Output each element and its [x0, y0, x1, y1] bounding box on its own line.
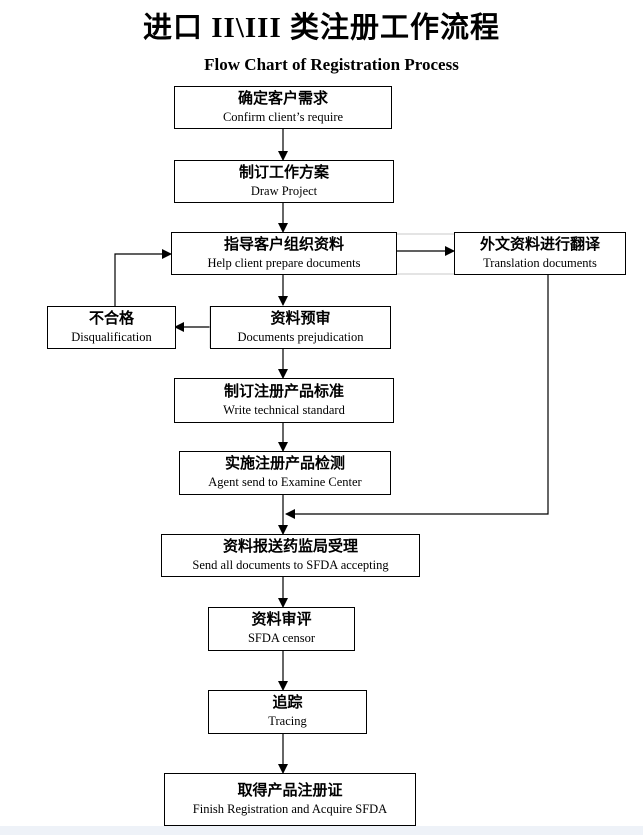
- step-translate-cn: 外文资料进行翻译: [479, 236, 600, 253]
- step-standard-cn: 制订注册产品标准: [223, 383, 344, 400]
- step-translate: 外文资料进行翻译 Translation documents: [454, 232, 626, 275]
- step-examine-cn: 实施注册产品检测: [224, 456, 345, 472]
- step-examine: 实施注册产品检测 Agent send to Examine Center: [179, 451, 391, 495]
- step-confirm: 确定客户需求 Confirm client’s require: [174, 86, 392, 129]
- step-tracing-cn: 追踪: [272, 695, 303, 711]
- step-confirm-en: Confirm client’s require: [222, 109, 344, 124]
- page-subtitle: Flow Chart of Registration Process: [204, 55, 459, 74]
- arrow-translate-to-main: [285, 274, 549, 519]
- step-tracing: 追踪 Tracing: [208, 690, 367, 734]
- bottom-strip: [0, 826, 643, 835]
- step-draw-en: Draw Project: [250, 183, 318, 198]
- step-standard: 制订注册产品标准 Write technical standard: [174, 378, 394, 423]
- page-title: 进口 II\III 类注册工作流程: [143, 12, 500, 44]
- step-finish: 取得产品注册证 Finish Registration and Acquire …: [164, 773, 416, 826]
- step-standard-en: Write technical standard: [223, 402, 345, 417]
- step-help-cn: 指导客户组织资料: [223, 236, 344, 253]
- step-prejud: 资料预审 Documents prejudication: [210, 306, 391, 349]
- step-disq-cn: 不合格: [88, 310, 134, 327]
- step-censor-en: SFDA censor: [247, 631, 316, 645]
- step-send: 资料报送药监局受理 Send all documents to SFDA acc…: [161, 534, 420, 577]
- arrow-disq-to-help: [114, 249, 172, 306]
- step-finish-en: Finish Registration and Acquire SFDA: [192, 801, 388, 816]
- step-disq: 不合格 Disqualification: [47, 306, 176, 349]
- step-help-en: Help client prepare documents: [207, 255, 361, 270]
- step-help: 指导客户组织资料 Help client prepare documents: [171, 232, 397, 275]
- step-censor: 资料审评 SFDA censor: [208, 607, 355, 651]
- step-send-cn: 资料报送药监局受理: [222, 538, 358, 555]
- step-tracing-en: Tracing: [268, 714, 307, 728]
- step-examine-en: Agent send to Examine Center: [208, 475, 362, 489]
- step-censor-cn: 资料审评: [251, 612, 312, 628]
- step-prejud-cn: 资料预审: [270, 310, 331, 327]
- step-disq-en: Disqualification: [71, 329, 152, 344]
- step-draw-cn: 制订工作方案: [238, 164, 329, 181]
- step-send-en: Send all documents to SFDA accepting: [192, 557, 389, 572]
- step-translate-en: Translation documents: [483, 255, 597, 270]
- step-prejud-en: Documents prejudication: [237, 329, 364, 344]
- step-confirm-cn: 确定客户需求: [237, 90, 328, 107]
- step-draw: 制订工作方案 Draw Project: [174, 160, 394, 203]
- step-finish-cn: 取得产品注册证: [237, 782, 343, 799]
